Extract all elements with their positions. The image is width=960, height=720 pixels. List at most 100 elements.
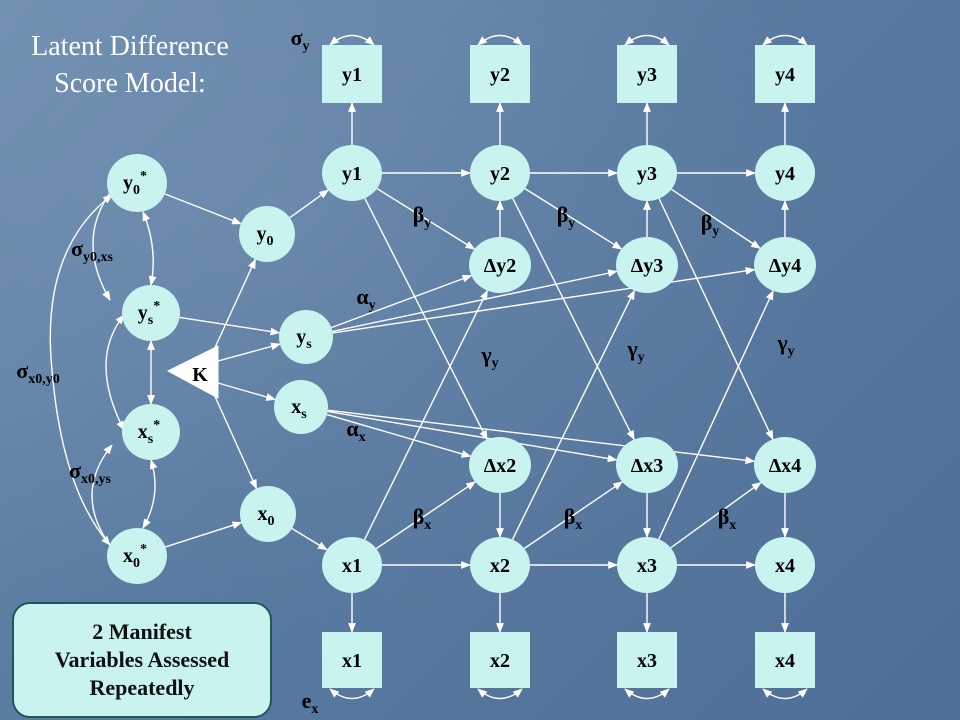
variance-arc-y1 — [329, 34, 375, 46]
manifest-y1-label: y1 — [342, 64, 362, 86]
variance-arc-y2 — [477, 34, 523, 46]
path-k-to-y0 — [212, 258, 256, 353]
sigma-x0-ys-label: σx0,ys — [69, 458, 111, 487]
latent-x2-node — [470, 537, 530, 593]
factor-y0-node — [239, 206, 295, 262]
factor-xs-node — [274, 380, 328, 434]
diff-y2-node — [469, 237, 531, 293]
factor-ys-label: ys — [296, 326, 312, 352]
manifest-y1-box — [322, 45, 382, 103]
beta-y-label-3: βy — [701, 210, 720, 239]
variance-arc-x1 — [329, 688, 375, 700]
path-y0star-to-y0 — [164, 193, 242, 225]
factor-y0star-node — [107, 154, 167, 212]
variance-arc-y4 — [762, 34, 808, 46]
sigma-y0-xs-label: σy0,xs — [71, 236, 113, 265]
factor-y0star-label: y0* — [123, 169, 147, 198]
latent-y4-node — [755, 145, 815, 201]
diff-x2-node — [469, 437, 531, 493]
gamma-y-label-2: γy — [626, 336, 644, 365]
factor-ys-node — [279, 310, 333, 364]
latent-x3-node — [617, 537, 677, 593]
path-lx3-to-dy4 — [658, 289, 774, 540]
path-k-to-xs — [217, 382, 277, 401]
diff-y3-label: Δy3 — [631, 255, 664, 277]
latent-y3-node — [617, 145, 677, 201]
title-line-2: Score Model: — [54, 68, 206, 99]
latent-x3-label: x3 — [637, 555, 657, 577]
factor-y0-label: y0 — [257, 223, 274, 249]
latent-x2-label: x2 — [490, 555, 510, 577]
path-k-to-ys — [217, 342, 281, 362]
manifest-x2-box — [470, 632, 530, 688]
path-ly2-to-dy3 — [524, 188, 623, 250]
manifest-x1-label: x1 — [342, 650, 362, 672]
latent-x1-label: x1 — [342, 555, 362, 577]
cov-x0star-y0star — [49, 194, 113, 546]
latent-y3-label: y3 — [637, 163, 657, 185]
cov-x0-ys — [91, 444, 113, 549]
variance-arc-x3 — [624, 688, 670, 700]
path-xs-to-dx2 — [326, 413, 472, 458]
manifest-x1-box — [322, 632, 382, 688]
cov-y0-xs — [92, 189, 113, 301]
latent-x4-node — [755, 537, 815, 593]
latent-y2-node — [470, 145, 530, 201]
factor-ysstar-node — [122, 285, 180, 341]
factor-x0star-label: x0* — [123, 542, 147, 571]
sigma-x0-y0-label: σx0,y0 — [16, 358, 59, 387]
manifest-y2-box — [470, 45, 530, 103]
latent-y2-label: y2 — [490, 163, 510, 185]
alpha-y-label: αy — [356, 284, 375, 313]
path-ys-to-dy3 — [332, 269, 618, 333]
diff-y4-node — [754, 237, 816, 293]
manifest-x4-label: x4 — [775, 650, 795, 672]
cov-xsstar-x0star — [142, 459, 158, 529]
path-ys-to-dy4 — [332, 267, 756, 334]
manifest-x3-label: x3 — [637, 650, 657, 672]
manifest-x3-box — [617, 632, 677, 688]
path-x0-to-lx1 — [291, 527, 328, 551]
e-x-label: ex — [302, 688, 319, 717]
path-lx1-to-dy2 — [363, 289, 489, 540]
path-lx3-to-dx4 — [670, 481, 762, 549]
path-ysstar-to-ys — [179, 316, 281, 336]
note-line-1: 2 Manifest — [92, 619, 192, 644]
path-lx2-to-dy3 — [511, 289, 636, 540]
factor-x0-label: x0 — [258, 503, 275, 529]
path-y0-to-ly1 — [289, 189, 330, 219]
diff-x2-label: Δx2 — [484, 455, 517, 477]
variance-arc-x2 — [477, 688, 523, 700]
beta-y-label-2: βy — [557, 202, 576, 231]
diff-x3-node — [616, 437, 678, 493]
factor-ysstar-label: ys* — [138, 299, 160, 328]
manifest-y2-label: y2 — [490, 64, 510, 86]
manifest-y4-box — [755, 45, 815, 103]
sigma-y-label: σy — [291, 25, 310, 54]
path-x0star-to-x0 — [165, 521, 243, 548]
factor-xsstar-label: xs* — [138, 418, 160, 447]
beta-y-label-1: βy — [413, 202, 432, 231]
title-line-1: Latent Difference — [31, 31, 229, 62]
path-xs-to-dx4 — [327, 409, 756, 465]
beta-x-label-3: βx — [718, 504, 737, 533]
manifest-x2-label: x2 — [490, 650, 510, 672]
path-ly2-to-dx3 — [512, 198, 635, 441]
path-lx1-to-dx2 — [375, 481, 476, 550]
manifest-y4-label: y4 — [775, 64, 795, 86]
cov-y0star-ysstar — [142, 211, 157, 286]
factor-xs-label: xs — [291, 396, 307, 422]
diff-x4-node — [754, 437, 816, 493]
cov-ysstar-xsstar-outer — [105, 314, 125, 431]
k-label: K — [192, 364, 208, 386]
path-arrows — [49, 34, 808, 700]
latent-y4-label: y4 — [775, 163, 795, 185]
manifest-x4-box — [755, 632, 815, 688]
gamma-y-label-1: γy — [480, 342, 498, 371]
diff-x3-label: Δx3 — [631, 455, 664, 477]
path-ly3-to-dy4 — [671, 188, 761, 249]
diff-y3-node — [616, 237, 678, 293]
factor-x0star-node — [107, 528, 167, 584]
